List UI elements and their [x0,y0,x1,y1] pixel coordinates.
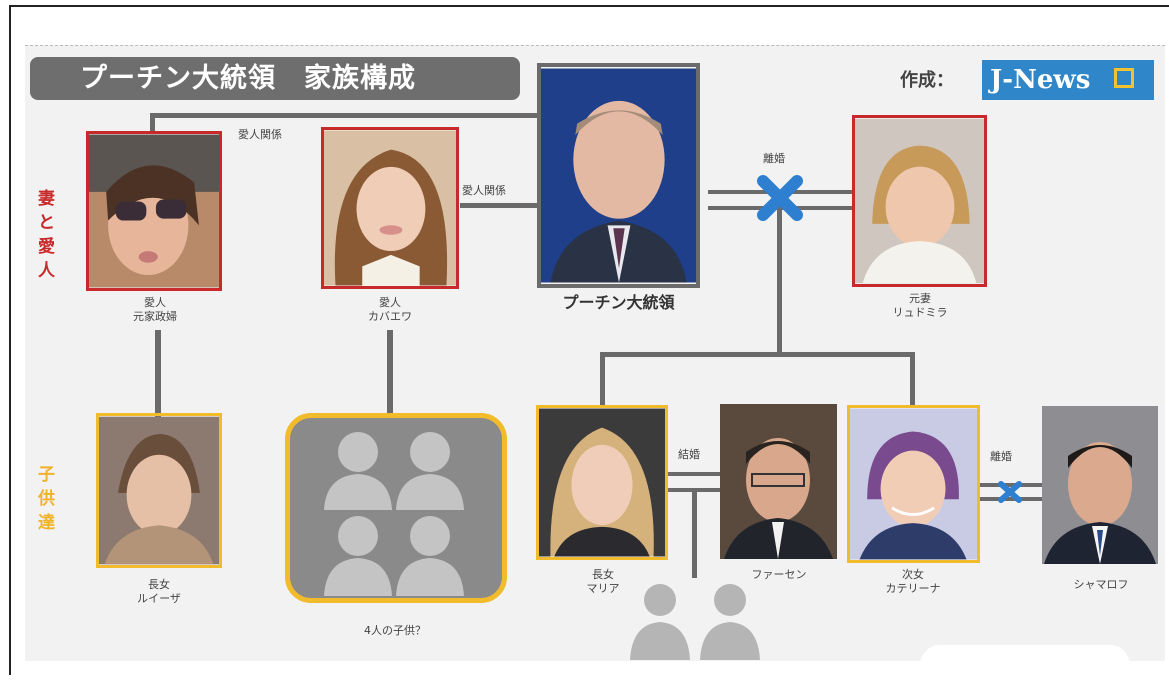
person-name: カテリーナ [885,582,941,595]
children-bar [600,352,915,357]
grandchildren-line [692,490,697,578]
side-char: 供 [38,489,55,509]
katerina-caption: 次女 カテリーナ [858,568,968,596]
logo-square-icon [1114,68,1134,88]
person-name: マリア [586,582,620,595]
side-char: 子 [38,465,55,485]
person-name: シャマロフ [1073,578,1129,591]
logo-text: J-News [990,65,1091,95]
credit-label: 作成： [900,70,954,91]
affair1-line-h [150,113,540,118]
person-name: カバエワ [368,310,412,323]
unknown-children-caption: 4人の子供？ [330,624,460,638]
side-char: 達 [38,513,55,533]
children-trunk [777,210,782,355]
maria-marriage-top [668,472,720,476]
page-title: プーチン大統領 家族構成 [80,63,416,94]
side-char: 人 [38,261,55,281]
side-label-wives: 妻 と 愛 人 [38,187,55,283]
silhouettes-icon [324,432,464,596]
exwife-photo [852,115,987,287]
maria-caption: 長女 マリア [548,568,658,596]
katerina-divorce-top [980,483,1042,487]
person-name: 4人の子供？ [364,624,426,637]
divorce-x-icon [998,481,1022,503]
shamalov-caption: シャマロフ [1046,578,1156,592]
diagram-title-bar: プーチン大統領 家族構成 [30,57,520,100]
screen-frame [9,5,1169,675]
person-name: リュドミラ [892,306,948,319]
luiza-caption: 長女 ルイーザ [104,578,214,606]
unknown-children-box [285,413,507,603]
lover2-photo [321,127,459,289]
katerina-divorce-bottom [980,497,1042,501]
person-role: 長女 [148,578,170,591]
jnews-logo: J-News [982,60,1154,100]
affair1-line-v [150,113,155,131]
lover2-caption: 愛人 カバエワ [335,296,445,324]
person-name: 元家政婦 [133,310,177,323]
luiza-photo [96,413,222,568]
shamalov-photo [1042,406,1158,564]
putin-photo [537,63,700,288]
exwife-caption: 元妻 リュドミラ [865,292,975,320]
person-role: 愛人 [379,296,401,309]
person-role: 元妻 [909,292,931,305]
grandchildren-silhouettes-icon [630,584,760,660]
lover2-child-line [387,330,393,415]
divorce-x-icon [757,175,803,221]
lover1-photo [86,131,222,291]
lover1-caption: 愛人 元家政婦 [100,296,210,324]
person-role: 次女 [902,568,924,581]
corner-bubble [920,645,1130,685]
relation-label-divorce: 離婚 [990,450,1012,463]
person-role: 長女 [592,568,614,581]
relation-label-affair: 愛人関係 [238,128,282,141]
relation-label-divorce: 離婚 [763,152,785,165]
relation-label-marriage: 結婚 [678,448,700,461]
side-char: と [38,213,55,233]
affair2-line [460,203,540,208]
relation-label-affair: 愛人関係 [462,184,506,197]
side-char: 愛 [38,237,55,257]
person-name: プーチン大統領 [562,293,675,312]
person-role: 愛人 [144,296,166,309]
lover1-child-line [155,330,161,418]
side-char: 妻 [38,189,55,209]
katerina-photo [847,405,980,563]
faasen-caption: ファーセン [724,568,834,582]
person-name: ルイーザ [137,592,181,605]
maria-drop [600,352,605,407]
faasen-photo [720,404,837,559]
side-label-children: 子 供 達 [38,463,55,535]
person-name: ファーセン [751,568,807,581]
putin-caption: プーチン大統領 [530,293,707,312]
maria-photo [536,405,668,560]
katerina-drop [910,352,915,407]
